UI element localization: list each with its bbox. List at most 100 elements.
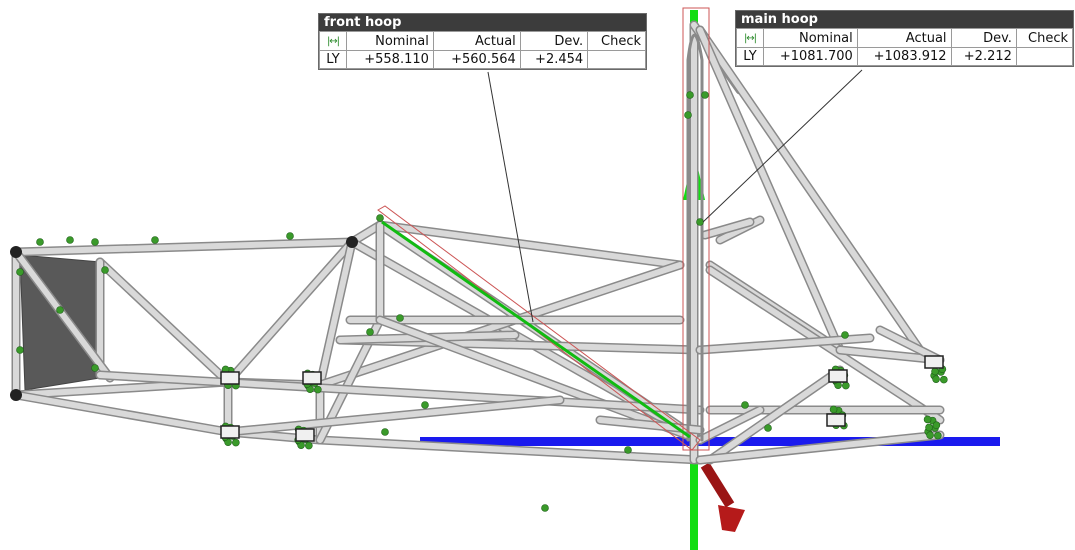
measured-point xyxy=(151,236,159,244)
measured-point xyxy=(940,375,948,384)
frame-tube-highlight xyxy=(697,407,763,443)
frame-tube-highlight xyxy=(377,317,703,443)
selected-diagonal-tube[interactable] xyxy=(381,220,691,439)
measured-point xyxy=(925,423,933,432)
frame-tube-highlight xyxy=(13,392,231,435)
frame-tube-highlight xyxy=(697,335,873,353)
clamp-fixtures xyxy=(220,355,944,442)
column-dev: Dev. xyxy=(519,31,589,51)
column-actual: Actual xyxy=(432,31,521,51)
selection-outlines xyxy=(377,7,710,451)
measured-point xyxy=(932,421,941,430)
measured-point xyxy=(842,381,850,390)
frame-tube-highlight xyxy=(877,327,943,363)
clamp xyxy=(826,413,846,427)
frame-tube-highlight xyxy=(697,27,843,353)
red-axis-arrow xyxy=(718,505,745,532)
frame-tube-highlight xyxy=(317,262,683,388)
column-check: Check xyxy=(1015,28,1074,48)
measured-point xyxy=(66,236,74,244)
measured-point xyxy=(396,314,404,322)
measured-point xyxy=(926,431,934,439)
clamp xyxy=(302,371,322,385)
measured-point xyxy=(381,428,389,436)
measured-point xyxy=(932,375,940,383)
measured-point xyxy=(624,446,632,454)
frame-tube-highlight xyxy=(697,27,923,353)
clamp xyxy=(220,371,240,385)
column-nominal: Nominal xyxy=(346,31,434,51)
measured-point xyxy=(541,504,549,512)
frame-tube-highlight xyxy=(707,367,843,463)
measured-point xyxy=(684,111,692,119)
measured-point xyxy=(101,266,109,274)
column-dev: Dev. xyxy=(950,28,1017,48)
measured-point xyxy=(56,306,64,314)
measured-point xyxy=(91,364,99,372)
blue-axis xyxy=(420,437,1000,446)
measured-point xyxy=(16,346,24,354)
frame-tube-highlight xyxy=(697,432,943,463)
actual-cell: +560.564 xyxy=(432,50,521,69)
clamp xyxy=(220,425,240,439)
measured-point xyxy=(764,424,772,432)
measured-point xyxy=(232,438,240,447)
main-hoop-tube[interactable] xyxy=(686,33,704,442)
measured-point xyxy=(421,401,429,409)
clamp xyxy=(295,428,315,442)
measured-point xyxy=(376,214,384,222)
nominal-cell: +558.110 xyxy=(346,50,434,69)
measured-point xyxy=(286,232,294,240)
column-nominal: Nominal xyxy=(763,28,858,48)
dev-cell: +2.212 xyxy=(950,47,1017,66)
frame-tube-highlight xyxy=(377,222,683,268)
measured-point xyxy=(696,218,704,226)
column-check: Check xyxy=(587,31,646,51)
measurement-table: |↔| Nominal Actual Dev. Check LY +1081.7… xyxy=(736,28,1074,66)
clamp xyxy=(924,355,944,369)
axis-cell: LY xyxy=(319,50,347,69)
measured-point xyxy=(366,328,374,336)
measured-point xyxy=(741,401,749,409)
measured-point xyxy=(686,91,694,99)
frame-tube-highlight xyxy=(97,372,703,413)
column-actual: Actual xyxy=(856,28,952,48)
measured-point xyxy=(314,385,322,394)
frame-tube-highlight xyxy=(13,239,355,255)
frame-tube-highlight xyxy=(225,397,563,435)
frame-tube-highlight xyxy=(837,347,943,363)
measurement-table: |↔| Nominal Actual Dev. Check LY +558.11… xyxy=(319,31,646,69)
measured-point xyxy=(934,431,942,440)
label-title: front hoop xyxy=(319,14,646,31)
front-hoop-label[interactable]: front hoop |↔| Nominal Actual Dev. Check… xyxy=(318,13,647,70)
frame-tube-highlight xyxy=(225,239,355,385)
table-row: LY +1081.700 +1083.912 +2.212 xyxy=(736,47,1074,66)
label-leaders xyxy=(487,69,863,323)
coordinate-axes xyxy=(420,10,1000,550)
check-cell xyxy=(1015,47,1074,66)
frame-tube-highlight xyxy=(702,219,753,238)
measured-point xyxy=(923,415,932,424)
clamp xyxy=(828,369,848,383)
measured-point xyxy=(931,367,939,376)
frame-tube-highlight xyxy=(317,239,355,388)
frame-tube-highlight xyxy=(317,437,703,463)
front-hoop-selection xyxy=(377,205,701,451)
measured-point xyxy=(16,268,24,276)
frame-nodes xyxy=(10,236,358,401)
actual-cell: +1083.912 xyxy=(856,47,952,66)
horizontal-dimension-icon: |↔| xyxy=(736,28,764,48)
measured-point xyxy=(841,331,849,339)
horizontal-dimension-icon: |↔| xyxy=(319,31,347,51)
measured-point xyxy=(829,405,838,414)
main-hoop-label[interactable]: main hoop |↔| Nominal Actual Dev. Check … xyxy=(735,10,1074,67)
label-title: main hoop xyxy=(736,11,1073,28)
dev-cell: +2.454 xyxy=(519,50,589,69)
red-axis xyxy=(700,462,735,508)
check-cell xyxy=(587,50,646,69)
measured-point xyxy=(305,441,313,450)
axis-cell: LY xyxy=(736,47,764,66)
frame-tube-highlight xyxy=(13,249,113,381)
table-row: LY +558.110 +560.564 +2.454 xyxy=(319,50,646,69)
